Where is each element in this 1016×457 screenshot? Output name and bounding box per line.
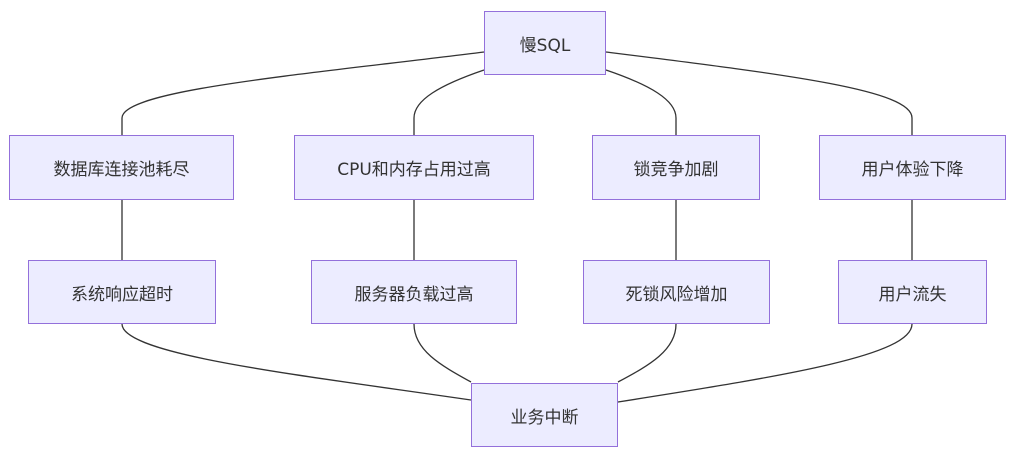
node-slow-sql: 慢SQL [484, 11, 606, 75]
edge-slowsql-connpool [121, 51, 485, 135]
edge-deadlock-bizdown [617, 323, 677, 383]
node-conn-pool-exhausted: 数据库连接池耗尽 [9, 135, 234, 200]
node-user-churn: 用户流失 [838, 260, 987, 324]
node-business-outage: 业务中断 [471, 383, 618, 447]
node-server-overload: 服务器负载过高 [311, 260, 517, 324]
node-cpu-memory-high: CPU和内存占用过高 [294, 135, 534, 200]
node-ux-degraded: 用户体验下降 [819, 135, 1006, 200]
node-deadlock-risk: 死锁风险增加 [583, 260, 770, 324]
node-system-timeout: 系统响应超时 [28, 260, 216, 324]
node-lock-contention: 锁竞争加剧 [592, 135, 760, 200]
edge-slowsql-uxdown [605, 51, 913, 135]
edge-serverload-bizdown [413, 323, 472, 383]
edge-slowsql-lock [605, 69, 677, 135]
edge-slowsql-cpumem [413, 69, 485, 135]
edge-timeout-bizdown [121, 323, 472, 401]
edge-userloss-bizdown [617, 323, 913, 403]
